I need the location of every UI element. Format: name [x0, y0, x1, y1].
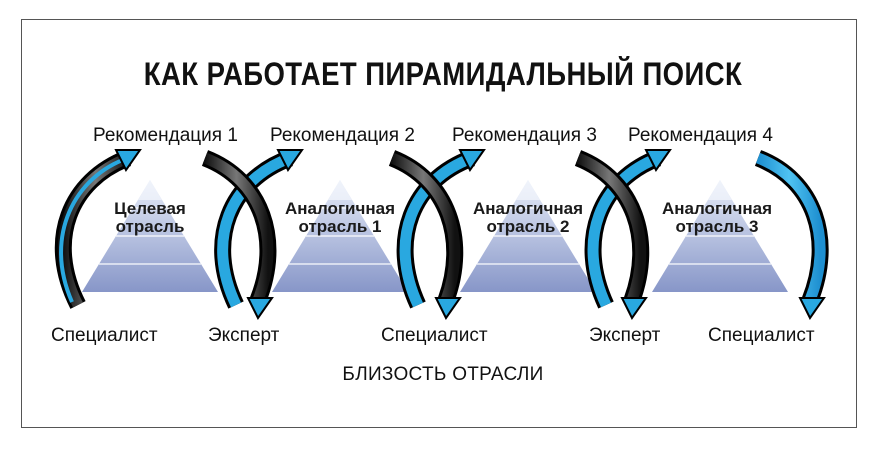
role-expert-2: Эксперт — [589, 325, 661, 346]
pyramid-1-label-line1: Целевая — [114, 199, 186, 218]
arrow-up-3 — [396, 149, 486, 309]
role-specialist-3: Специалист — [708, 325, 815, 346]
pyramid-3-label-line2: отрасль 2 — [486, 217, 569, 236]
pyramid-analog-industry-3 — [651, 179, 789, 293]
recommendation-2-label: Рекомендация 2 — [270, 125, 415, 146]
recommendation-3-label: Рекомендация 3 — [452, 125, 597, 146]
arrow-down-2 — [388, 150, 464, 320]
role-specialist-2: Специалист — [381, 325, 488, 346]
arrow-down-1 — [201, 150, 277, 320]
role-expert-1: Эксперт — [208, 325, 280, 346]
pyramid-analog-industry-1 — [271, 179, 409, 293]
diagram-title: КАК РАБОТАЕТ ПИРАМИДАЛЬНЫЙ ПОИСК — [143, 56, 743, 92]
pyramid-3-label-line1: Аналогичная — [473, 199, 583, 218]
pyramid-4-label-line1: Аналогичная — [662, 199, 772, 218]
recommendation-4-label: Рекомендация 4 — [628, 125, 773, 146]
arrow-down-4 — [754, 150, 829, 320]
arrow-up-4 — [584, 149, 672, 309]
pyramid-target-industry — [81, 179, 219, 293]
pyramid-analog-industry-2 — [459, 179, 597, 293]
pyramid-4-label-line2: отрасль 3 — [675, 217, 758, 236]
role-specialist-1: Специалист — [51, 325, 158, 346]
arrow-up-1 — [54, 149, 142, 309]
industry-proximity-axis-label: БЛИЗОСТЬ ОТРАСЛИ — [342, 364, 544, 385]
arrow-up-2 — [214, 149, 304, 309]
recommendation-1-label: Рекомендация 1 — [93, 125, 238, 146]
pyramid-2-label-line1: Аналогичная — [285, 199, 395, 218]
pyramid-1-label-line2: отрасль — [116, 217, 185, 236]
pyramid-2-label-line2: отрасль 1 — [298, 217, 381, 236]
arrow-down-3 — [574, 150, 650, 320]
